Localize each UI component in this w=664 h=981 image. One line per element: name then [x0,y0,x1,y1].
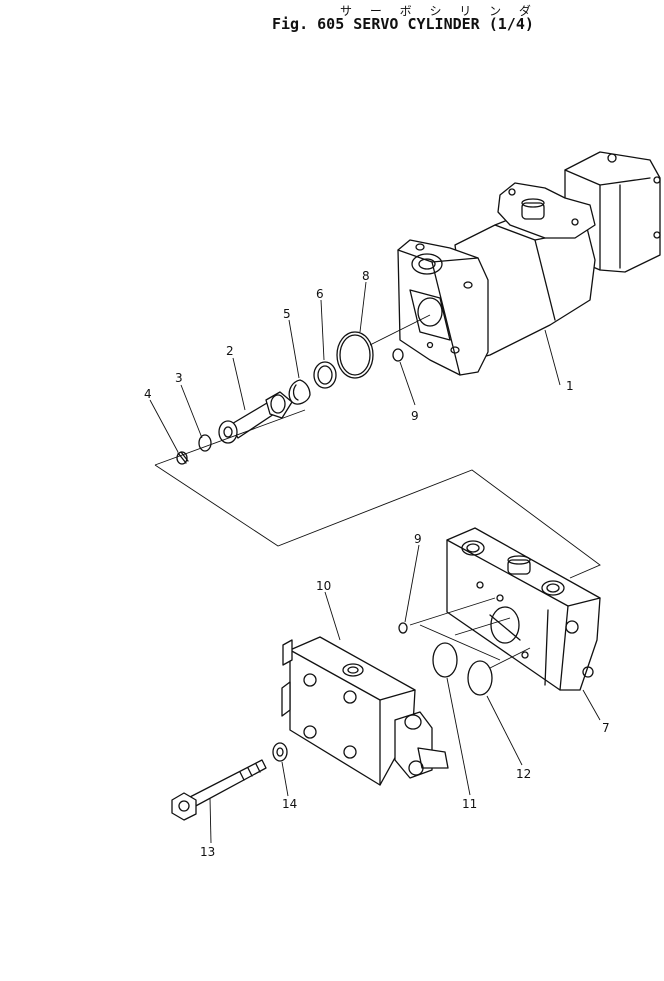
o-ring-part-9-lower[interactable] [398,622,408,634]
callout-10: 10 [316,579,331,593]
spool-part-2[interactable] [218,391,293,444]
o-ring-part-12[interactable] [467,660,493,696]
snap-ring-part-5[interactable] [288,379,311,405]
washer-part-14[interactable] [272,742,288,762]
callout-6: 6 [316,287,324,301]
callout-9-upper: 9 [411,409,419,423]
callout-12: 12 [516,767,531,781]
leader-lines [149,281,601,844]
figure-header: サ ー ボ シ リ ン ダ Fig. 605 SERVO CYLINDER (1… [0,0,664,40]
assembly-line-upper [369,314,431,346]
callout-14: 14 [282,797,297,811]
o-ring-part-3[interactable] [198,434,212,452]
callout-9-lower: 9 [414,532,422,546]
bolt-part-13[interactable] [171,759,267,821]
plug-part-4[interactable] [176,451,189,465]
block-part-10[interactable] [281,636,449,786]
callout-7: 7 [602,721,610,735]
callout-4: 4 [144,387,152,401]
callout-2: 2 [226,344,234,358]
callout-5: 5 [283,307,291,321]
callout-11: 11 [462,797,477,811]
valve-block-part-7[interactable] [446,527,601,691]
assembly-bracket-lines [154,409,601,579]
o-ring-part-8[interactable] [336,331,374,379]
figure-title: Fig. 605 SERVO CYLINDER (1/4) [272,15,534,33]
cylinder-body-part-1[interactable] [397,151,661,376]
japanese-title: サ ー ボ シ リ ン ダ [340,4,538,18]
callout-1: 1 [566,379,574,393]
assembly-lines-lower [409,597,531,669]
callout-labels: 1 2 3 4 5 6 7 8 9 9 10 11 12 13 14 [144,269,610,859]
washer-part-6[interactable] [313,361,337,389]
callout-3: 3 [175,371,183,385]
o-ring-part-9-upper[interactable] [392,348,404,362]
o-ring-part-11[interactable] [432,642,458,678]
callout-13: 13 [200,845,215,859]
callout-8: 8 [362,269,370,283]
